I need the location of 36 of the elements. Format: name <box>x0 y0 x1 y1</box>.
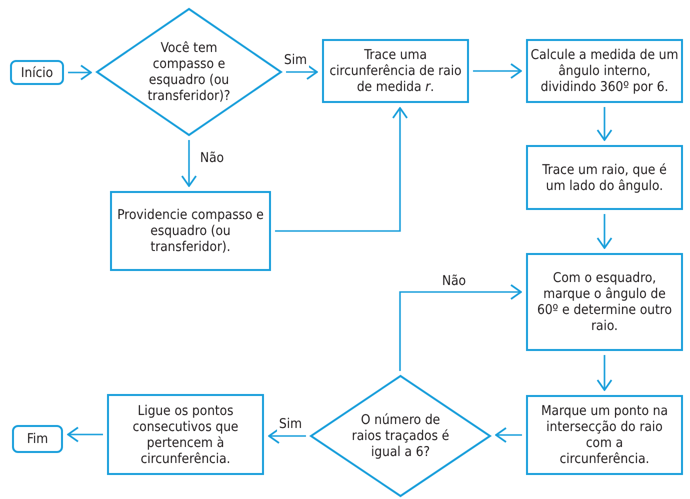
process-box <box>107 394 264 475</box>
node-text: Fim <box>26 431 48 447</box>
arrow <box>181 140 197 187</box>
arrow <box>473 63 522 79</box>
process-box <box>526 145 683 210</box>
process-box <box>110 191 271 271</box>
decision-diamond <box>310 375 491 497</box>
arrow <box>68 64 92 80</box>
node-text: Início <box>20 64 54 80</box>
process-box <box>322 39 469 103</box>
process-box <box>526 39 683 103</box>
decision-diamond <box>96 8 282 136</box>
node-text: O número de raios traçados é igual a 6? <box>350 412 450 460</box>
node-text: Providencie compasso e esquadro (ou transferidor). <box>116 207 265 255</box>
arrow <box>275 107 408 232</box>
node-text: Calcule a medida de um ângulo interno, dividindo 360º por 6. <box>530 47 680 95</box>
node-text: Você tem compasso e esquadro (ou transferidor)? <box>146 40 232 104</box>
node-text: Com o esquadro, marque o ângulo de 60º e determine outro raio. <box>536 270 673 334</box>
node-text: Trace uma circunferência de raio de medida r. <box>328 47 463 95</box>
terminal-box <box>10 60 64 85</box>
node-text: Ligue os pontos consecutivos que pertencem à circunferência. <box>132 402 240 466</box>
arrow <box>596 214 612 249</box>
arrow <box>67 426 103 442</box>
arrow <box>596 355 612 391</box>
arrow <box>596 107 612 141</box>
arrow <box>286 64 318 80</box>
arrow <box>495 427 522 443</box>
process-box <box>526 395 683 475</box>
edge-label: Sim <box>282 52 309 68</box>
node-text: Trace um raio, que é um lado do ângulo. <box>541 162 668 194</box>
terminal-box <box>12 425 63 453</box>
arrow <box>399 284 522 371</box>
edge-label: Sim <box>277 416 304 432</box>
arrow <box>268 428 306 444</box>
node-text: Marque um ponto na intersecção do raio com a circunferência. <box>540 403 669 467</box>
process-box <box>526 253 683 351</box>
